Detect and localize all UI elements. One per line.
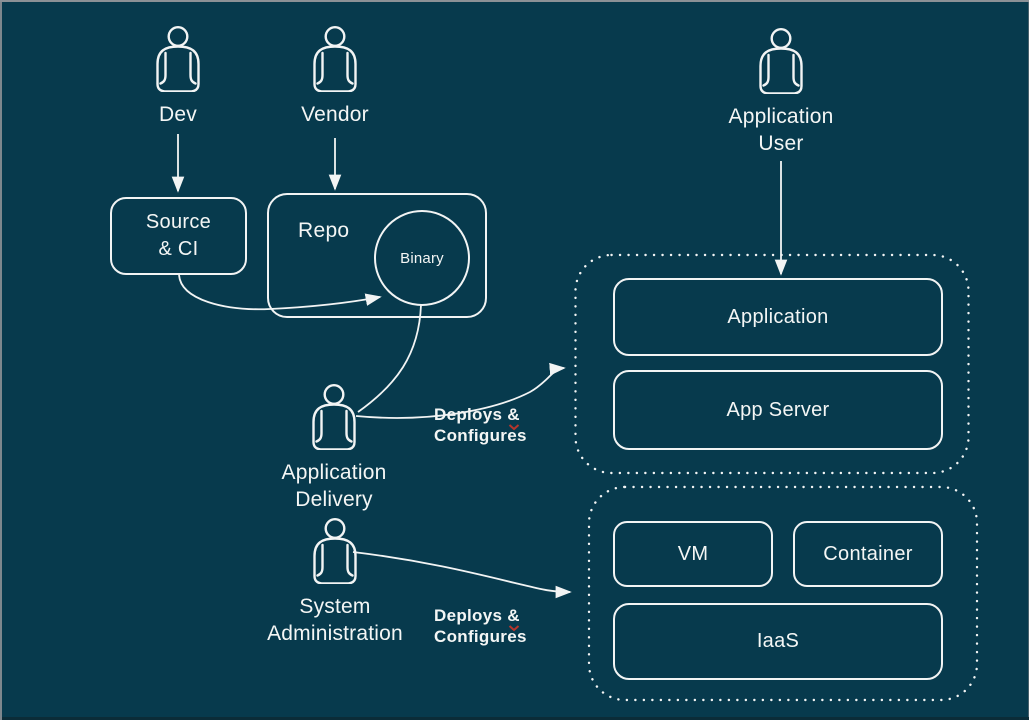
node-application-label: Application — [727, 305, 829, 328]
node-application: Application — [613, 278, 943, 356]
actor-application-user-label: Application User — [728, 105, 834, 155]
actor-system-administration-label: System Administration — [267, 595, 403, 645]
actor-application-user: Application User — [696, 28, 866, 157]
actor-dev: Dev — [93, 26, 263, 128]
spellcheck-squiggle-icon — [508, 625, 519, 632]
person-icon — [313, 26, 357, 92]
actor-vendor: Vendor — [250, 26, 420, 128]
person-icon — [759, 28, 803, 94]
person-icon — [312, 384, 356, 450]
node-binary: Binary — [374, 210, 470, 306]
node-app-server: App Server — [613, 370, 943, 450]
spellcheck-squiggle-icon — [508, 424, 519, 431]
node-vm: VM — [613, 521, 773, 587]
node-container: Container — [793, 521, 943, 587]
node-container-label: Container — [823, 542, 913, 565]
person-icon — [156, 26, 200, 92]
node-app-server-label: App Server — [726, 398, 830, 421]
actor-dev-label: Dev — [159, 103, 197, 126]
node-binary-label: Binary — [400, 249, 444, 267]
node-iaas-label: IaaS — [756, 630, 800, 652]
actor-application-delivery-label: Application Delivery — [281, 461, 387, 511]
actor-application-delivery: Application Delivery — [249, 384, 419, 513]
node-iaas: IaaS — [613, 603, 943, 680]
actor-system-administration: System Administration — [250, 518, 420, 647]
node-source-ci-label: Source & CI — [145, 211, 212, 260]
node-repo-label: Repo — [298, 219, 350, 242]
node-source-ci: Source & CI — [110, 197, 247, 275]
actor-vendor-label: Vendor — [301, 103, 369, 126]
deploys-configures-label-top: Deploys & Configures — [434, 405, 527, 445]
node-vm-label: VM — [677, 542, 709, 565]
deploys-configures-label-bottom: Deploys & Configures — [434, 606, 527, 646]
person-icon — [313, 518, 357, 584]
